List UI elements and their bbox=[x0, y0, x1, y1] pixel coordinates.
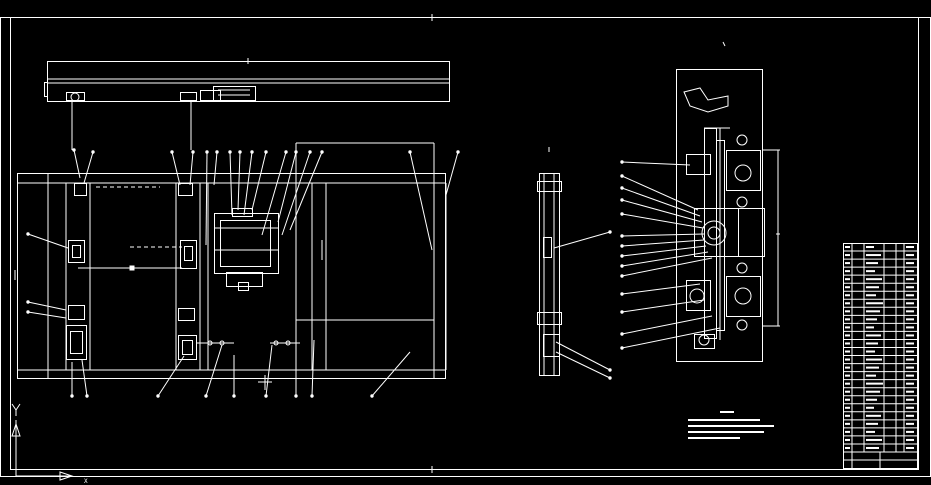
leader-tag-dot bbox=[232, 394, 236, 398]
leader-line bbox=[81, 359, 88, 397]
leader-tag-dot bbox=[308, 150, 312, 154]
leader-tag-dot bbox=[620, 264, 624, 268]
leader-line bbox=[621, 283, 701, 295]
leader-tag-dot bbox=[620, 212, 624, 216]
leader-tag-dot bbox=[310, 394, 314, 398]
leader-line bbox=[621, 175, 699, 211]
leader-line bbox=[621, 213, 704, 229]
leader-tag-dot bbox=[156, 394, 160, 398]
leader-tag-dot bbox=[264, 394, 268, 398]
leader-line bbox=[261, 151, 287, 236]
leader-line bbox=[621, 251, 709, 267]
leader-line bbox=[243, 151, 253, 216]
leader-line bbox=[311, 339, 315, 397]
leader-tag-dot bbox=[620, 274, 624, 278]
leader-line bbox=[555, 341, 611, 371]
leader-line bbox=[189, 151, 194, 186]
leader-line bbox=[265, 344, 273, 397]
leader-tag-dot bbox=[205, 150, 209, 154]
leader-tag-dot bbox=[620, 186, 624, 190]
leader-line bbox=[251, 151, 267, 211]
leader-line bbox=[205, 344, 223, 397]
leader-line bbox=[445, 151, 459, 196]
leader-line bbox=[213, 151, 218, 186]
leader-line bbox=[281, 151, 311, 236]
leader-tag-dot bbox=[85, 394, 89, 398]
leader-line bbox=[621, 315, 713, 335]
leader-line bbox=[621, 245, 707, 257]
leader-line bbox=[171, 151, 181, 186]
leader-tag-dot bbox=[620, 254, 624, 258]
leader-line bbox=[157, 355, 185, 397]
leader-line bbox=[83, 151, 94, 184]
leader-tag-dot bbox=[91, 150, 95, 154]
leader-tag-dot bbox=[215, 150, 219, 154]
leader-line bbox=[621, 257, 713, 277]
leader-tag-dot bbox=[608, 230, 612, 234]
leader-tag-dot bbox=[250, 150, 254, 154]
leader-tag-dot bbox=[26, 310, 30, 314]
leader-tag-dot bbox=[170, 150, 174, 154]
ucs-x-label: X bbox=[84, 478, 88, 485]
leader-line bbox=[277, 151, 297, 223]
leader-line bbox=[289, 151, 323, 231]
leader-lines bbox=[26, 148, 721, 398]
leader-tag-dot bbox=[264, 150, 268, 154]
leader-tag-dot bbox=[72, 148, 76, 152]
leader-tag-dot bbox=[620, 160, 624, 164]
ucs-icon bbox=[11, 403, 74, 481]
leader-tag-dot bbox=[228, 150, 232, 154]
leader-tag-dot bbox=[370, 394, 374, 398]
leader-line bbox=[621, 239, 705, 247]
leader-tag-dot bbox=[620, 332, 624, 336]
leader-line bbox=[621, 187, 701, 217]
leader-line bbox=[621, 161, 691, 166]
leader-tag-dot bbox=[284, 150, 288, 154]
leader-tag-dot bbox=[294, 394, 298, 398]
leader-tag-dot bbox=[238, 150, 242, 154]
leader-line bbox=[621, 233, 705, 237]
leader-tag-dot bbox=[191, 150, 195, 154]
top-strip-view bbox=[44, 58, 450, 150]
leader-line bbox=[409, 151, 433, 251]
leader-line bbox=[553, 231, 611, 249]
main-plan-view bbox=[14, 142, 447, 390]
leader-tag-dot bbox=[456, 150, 460, 154]
leader-line bbox=[27, 311, 67, 319]
leader-line bbox=[237, 151, 241, 211]
leader-tag-dot bbox=[294, 150, 298, 154]
leader-tag-dot bbox=[408, 150, 412, 154]
leader-tag-dot bbox=[26, 232, 30, 236]
leader-line bbox=[621, 199, 703, 223]
leader-line bbox=[621, 299, 705, 313]
leader-tag-dot bbox=[608, 368, 612, 372]
leader-tag-dot bbox=[620, 198, 624, 202]
leader-tag-dot bbox=[620, 174, 624, 178]
leader-line bbox=[555, 351, 611, 379]
leader-tag-dot bbox=[26, 300, 30, 304]
leader-line bbox=[73, 149, 81, 179]
leader-tag-dot bbox=[620, 244, 624, 248]
leader-tag-dot bbox=[620, 310, 624, 314]
leader-tag-dot bbox=[620, 292, 624, 296]
leader-line bbox=[205, 151, 208, 246]
leader-line bbox=[229, 151, 233, 216]
leader-tag-dot bbox=[608, 376, 612, 380]
leader-tag-dot bbox=[204, 394, 208, 398]
technical-notes bbox=[688, 411, 774, 439]
side-section-view bbox=[537, 147, 562, 376]
leader-line bbox=[27, 301, 67, 311]
detail-assembly-view bbox=[676, 41, 780, 362]
leader-tag-dot bbox=[70, 394, 74, 398]
leader-tag-dot bbox=[620, 346, 624, 350]
leader-line bbox=[27, 233, 69, 249]
leader-tag-dot bbox=[320, 150, 324, 154]
leader-line bbox=[621, 327, 721, 349]
leader-line bbox=[371, 351, 411, 397]
title-block bbox=[843, 243, 918, 469]
leader-tag-dot bbox=[620, 234, 624, 238]
